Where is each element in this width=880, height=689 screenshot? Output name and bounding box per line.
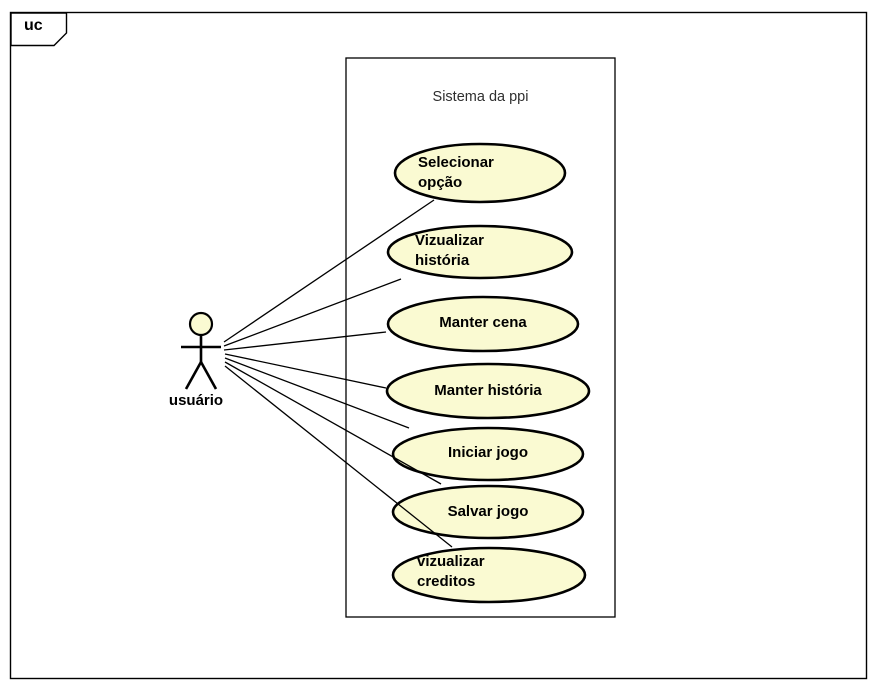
diagram-frame [9, 11, 868, 680]
association-line-manter-cena [223, 331, 387, 351]
use-case-label-iniciar-jogo[interactable]: Iniciar jogo [447, 444, 528, 461]
frame-tag-pentagon [10, 12, 68, 47]
associations-group [223, 199, 453, 548]
actor-figure[interactable] [181, 311, 221, 390]
system-boundary[interactable] [345, 57, 616, 618]
use-case-ellipse-iniciar-jogo[interactable] [391, 426, 585, 482]
association-line-vizualizar-historia [223, 278, 402, 347]
use-case-ellipse-vizualizar-historia[interactable] [386, 224, 574, 280]
actor-left-leg [184, 361, 203, 390]
frame-tag-label: uc [24, 17, 43, 34]
association-line-salvar-jogo [224, 361, 442, 485]
actor-right-leg [199, 361, 218, 390]
use-case-label-manter-historia[interactable]: Manter história [434, 382, 542, 399]
association-line-manter-historia [224, 353, 387, 389]
association-line-iniciar-jogo [224, 357, 410, 429]
actor-label[interactable]: usuário [168, 392, 224, 409]
association-line-selecionar-opcao [223, 199, 435, 343]
use-case-label-manter-cena[interactable]: Manter cena [439, 314, 527, 331]
use-case-ellipse-salvar-jogo[interactable] [391, 484, 585, 540]
use-case-label-salvar-jogo[interactable]: Salvar jogo [447, 503, 529, 520]
use-case-label-vizualizar-creditos[interactable]: vizualizar creditos [417, 553, 485, 590]
actor-head [188, 311, 214, 337]
use-case-ellipse-manter-cena[interactable] [386, 295, 580, 353]
association-line-vizualizar-creditos [224, 365, 453, 548]
use-case-label-vizualizar-historia[interactable]: Vizualizar história [415, 232, 484, 269]
use-case-ellipse-selecionar-opcao[interactable] [393, 142, 567, 204]
use-case-ellipse-manter-historia[interactable] [385, 362, 591, 420]
use-case-label-selecionar-opcao[interactable]: Selecionar opção [418, 154, 494, 191]
use-case-ellipse-vizualizar-creditos[interactable] [391, 546, 587, 604]
system-boundary-title: Sistema da ppi [432, 89, 529, 105]
